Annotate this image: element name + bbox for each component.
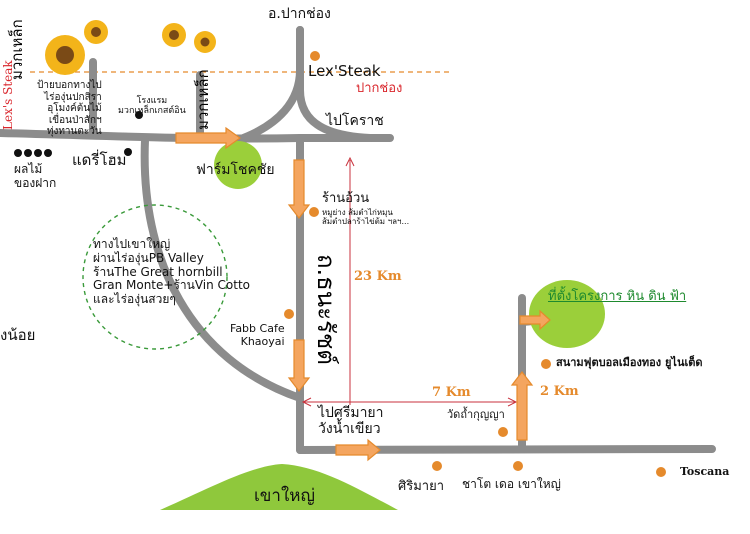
orange-markers (284, 51, 666, 477)
chateau-label: ชาโต เดอ เขาใหญ่ (462, 477, 561, 491)
marker-sri-maya (432, 461, 442, 471)
arrow-south-2 (287, 339, 311, 392)
road-khao-yai-curve (140, 136, 304, 402)
thanarat-road-label: ถ.ธนะรัชต์ (312, 254, 340, 365)
marker-chateau (513, 461, 523, 471)
sunflowers (45, 20, 216, 75)
distance-lines (301, 156, 518, 407)
sign-line: เขื่อนป่าสักฯ (48, 114, 102, 126)
route-dashed-circle (82, 204, 228, 350)
khao-yai-hill (160, 464, 398, 510)
project-site-link[interactable]: ที่ตั้งโครงการ หิน ดิน ฟ้า (548, 289, 687, 304)
distance-arrowhead-right (507, 397, 518, 407)
distance-arrowhead-top (345, 156, 355, 167)
circle-text-line: ร้านThe Great hornbill (93, 264, 223, 279)
circle-text-line: ผ่านไร่องุ่นPB Valley (93, 250, 204, 265)
marker-fruit-3 (34, 149, 42, 157)
farm-chokchai-zone (214, 141, 262, 189)
fabb-cafe-label: Fabb Cafe Khaoyai (230, 322, 285, 348)
muak-lek-left-vertical-label: มวกเหล็ก (8, 19, 26, 80)
marker-lex-steak (310, 51, 320, 61)
sign-line: ไร่องุ่นปกสิรา (44, 91, 102, 103)
marker-wat (498, 427, 508, 437)
pak-chong-red-label: ปากช่อง (356, 81, 403, 96)
road-to-pak-chong (234, 26, 304, 144)
fruit-line: ผลไม้ (14, 162, 43, 176)
marker-fruit-2 (24, 149, 32, 157)
sunflower-icon (194, 31, 216, 53)
marker-football-field (541, 359, 551, 369)
lex-steak-label: Lex'Steak (308, 62, 381, 80)
raan-auan-sub: หมูย่าง ส้มตำไก่หมุน ส้มตำปลาร้าไข่ต้ม ฯ… (322, 208, 409, 226)
distance-7km-label: 7 Km (432, 385, 471, 400)
muak-lek-road-label: มวกเหล็ก (194, 69, 212, 130)
road-pak-chong-curve (296, 26, 374, 142)
fabb-cafe-line: Khaoyai (240, 334, 285, 348)
distance-arrowhead-left (301, 397, 312, 407)
sign-line: ป้ายบอกทางไป (37, 80, 102, 91)
bottom-road-label: ไปศรีมายา วังน้ำเขียว (318, 405, 384, 437)
sign-line: อุโมงค์ต้นไม้ (47, 103, 102, 114)
marker-toscana (656, 467, 666, 477)
sunflower-icon (45, 35, 85, 75)
toscana-label: Toscana (680, 465, 730, 478)
hotel-line: มวกเหล็กเกสต์อิน (118, 106, 186, 117)
project-site-zone (529, 280, 605, 348)
wat-label: วัดถ้ำกุญญา (447, 408, 505, 421)
arrow-north (510, 371, 534, 441)
raan-auan-sub-line: หมูย่าง ส้มตำไก่หมุน (322, 208, 393, 217)
circle-text-line: และไร่องุ่นสวยๆ (93, 292, 176, 307)
sunflower-icon (162, 23, 186, 47)
marker-fruit-4 (44, 149, 52, 157)
arrow-project (519, 309, 551, 331)
distance-2km-label: 2 Km (540, 384, 579, 399)
distance-23km-label: 23 Km (354, 269, 402, 284)
east-road-label: ไปโคราช (326, 113, 384, 129)
fruit-label: ผลไม้ ของฝาก (14, 162, 57, 191)
road-highway-west-east (0, 129, 394, 143)
farm-chokchai-label: ฟาร์มโชคชัย (196, 162, 275, 178)
bottom-road-line: ไปศรีมายา (318, 405, 384, 421)
sign-text: ป้ายบอกทางไป ไร่องุ่นปกสิรา อุโมงค์ต้นไม… (37, 80, 102, 138)
marker-raan-auan (309, 207, 319, 217)
fruit-line: ของฝาก (14, 175, 57, 190)
fabb-cafe-line: Fabb Cafe (230, 322, 285, 335)
arrow-east-bottom (335, 438, 381, 462)
sign-line: ทุ่งทานตะวัน (46, 126, 102, 137)
hotel-label: โรงแรม มวกเหล็กเกสต์อิน (118, 96, 186, 117)
dairy-home-label: แดรี่โฮม (72, 151, 127, 169)
marker-fruit-1 (14, 149, 22, 157)
black-markers (14, 111, 143, 157)
raan-auan-label: ร้านอ้วน (322, 191, 370, 206)
raan-auan-sub-line: ส้มตำปลาร้าไข่ต้ม ฯลฯ... (322, 217, 410, 227)
arrow-east (175, 126, 242, 150)
bottom-road-line: วังน้ำเขียว (318, 421, 381, 438)
direction-arrows (175, 126, 551, 462)
football-field-label: สนามฟุตบอลเมืองทอง ยูไนเต็ด (556, 356, 703, 369)
marker-hotel (135, 111, 143, 119)
circle-route-text: ทางไปเขาใหญ่ ผ่านไร่องุ่นPB Valley ร้านT… (93, 237, 251, 307)
arrow-south-1 (287, 159, 311, 219)
marker-dairy-home (124, 148, 132, 156)
wang-noi-label: งน้อย (0, 326, 36, 344)
sunflower-icon (84, 20, 108, 44)
circle-text-line: ทางไปเขาใหญ่ (93, 237, 171, 251)
circle-text-line: Gran Monte+ร้านVin Cotto (93, 278, 251, 293)
khao-yai-label: เขาใหญ่ (254, 486, 315, 506)
sri-maya-label: ศิริมายา (398, 479, 445, 494)
marker-fabb-cafe (284, 309, 294, 319)
top-road-label: อ.ปากช่อง (268, 6, 331, 22)
hotel-line: โรงแรม (136, 96, 168, 106)
